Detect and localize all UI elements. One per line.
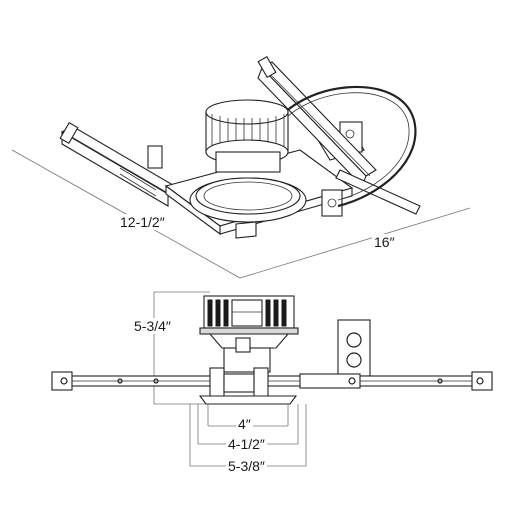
side-heat-sink bbox=[199, 295, 299, 335]
trim-inner-dimension-label: 4-1/2″ bbox=[226, 436, 267, 452]
width-dimension-line bbox=[239, 207, 471, 279]
trim-outer-dimension-label: 5-3/8″ bbox=[226, 458, 267, 474]
side-junction-box bbox=[337, 319, 371, 377]
left-mounting-bar bbox=[59, 121, 180, 207]
side-trim-flange bbox=[198, 395, 298, 405]
aperture-dimension-label: 4″ bbox=[236, 416, 253, 432]
heat-sink-housing bbox=[205, 99, 289, 173]
flex-conduit bbox=[271, 85, 417, 208]
side-mounting-bar bbox=[51, 367, 493, 399]
right-mounting-bar bbox=[257, 55, 421, 215]
side-elevation-illustration bbox=[51, 291, 493, 467]
trim-ring bbox=[189, 177, 307, 223]
isometric-housing-illustration bbox=[11, 55, 471, 279]
frame-clip bbox=[235, 221, 257, 239]
height-dimension-label: 5-3/4″ bbox=[132, 318, 173, 334]
depth-dimension-label: 12-1/2″ bbox=[118, 214, 167, 230]
width-dimension-label: 16″ bbox=[372, 234, 397, 250]
